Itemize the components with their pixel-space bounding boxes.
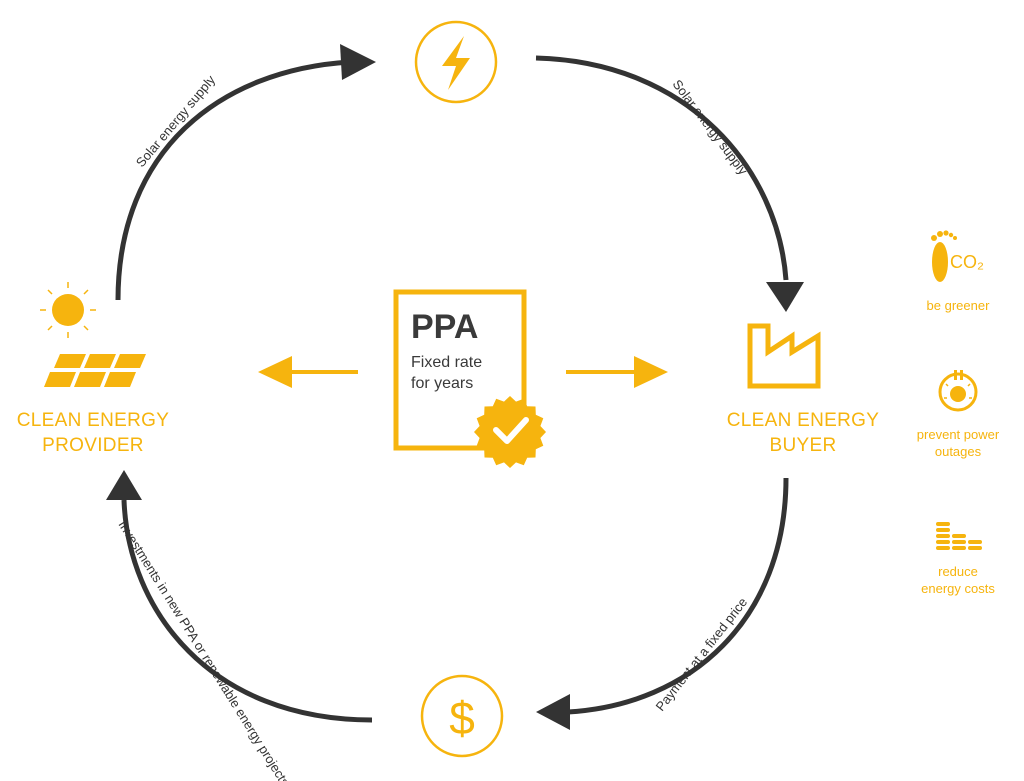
flow-label-right-bottom: Payment at a fixed price	[653, 595, 751, 714]
flow-label-left-top: Solar energy supply	[133, 72, 219, 170]
footprint-co2-icon: CO₂	[931, 230, 984, 282]
flow-arrow-lightning-to-buyer	[535, 55, 789, 281]
benefit-label-costs: reduce energy costs	[898, 563, 1018, 597]
benefit-label-greener-line1: be greener	[926, 298, 990, 313]
flow-label-left-bottom: Investments in new PPA or renewable ener…	[115, 518, 293, 781]
ppa-arrow-right	[566, 356, 668, 388]
ppa-title: PPA	[411, 308, 479, 346]
flow-arrow-dollar-to-provider	[121, 499, 373, 723]
lightning-icon	[414, 20, 498, 104]
benefit-label-greener: be greener	[898, 297, 1018, 314]
ppa-subtitle-line1: Fixed rate	[411, 354, 483, 371]
flow-arrow-buyer-to-dollar	[567, 477, 789, 715]
dollar-icon: $	[420, 674, 504, 758]
sun-solar-panel-icon	[40, 282, 146, 387]
buyer-label: CLEAN ENERGY BUYER	[710, 408, 896, 458]
flow-label-right-top: Solar energy supply	[670, 77, 751, 178]
checkmark-badge-icon	[474, 396, 546, 468]
provider-label: CLEAN ENERGY PROVIDER	[0, 408, 186, 458]
ppa-subtitle-line2: for years	[411, 375, 474, 392]
arrowhead-lightning	[340, 44, 376, 80]
ppa-arrow-left	[258, 356, 358, 388]
svg-text:$: $	[449, 692, 475, 744]
svg-text:CO₂: CO₂	[950, 252, 984, 272]
benefit-label-outages-line2: outages	[934, 444, 982, 459]
power-plug-icon	[938, 370, 978, 412]
provider-label-line1: CLEAN ENERGY	[16, 410, 170, 431]
provider-label-line2: PROVIDER	[42, 435, 144, 456]
benefit-label-costs-line1: reduce	[938, 564, 978, 579]
benefit-label-outages-line1: prevent power	[916, 427, 1000, 442]
buyer-label-line2: BUYER	[769, 435, 837, 456]
flow-arrow-provider-to-lightning	[115, 59, 351, 301]
arrowhead-dollar	[536, 694, 570, 730]
arrowhead-buyer	[766, 282, 804, 312]
arrowhead-provider	[106, 470, 142, 500]
buyer-label-line1: CLEAN ENERGY	[726, 410, 880, 431]
coins-icon	[936, 522, 982, 550]
factory-icon	[747, 323, 821, 389]
benefit-label-costs-line2: energy costs	[921, 581, 995, 596]
ppa-subtitle: Fixed rate for years	[411, 352, 521, 394]
benefit-label-outages: prevent power outages	[898, 426, 1018, 460]
